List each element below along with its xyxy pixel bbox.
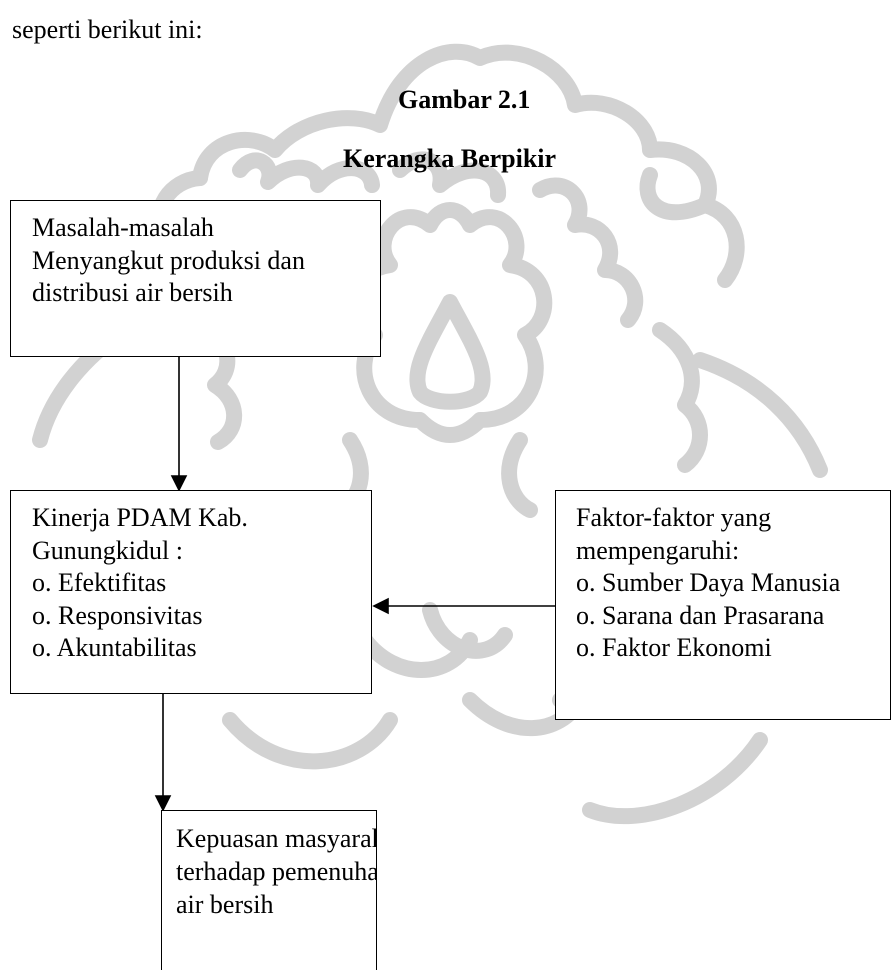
performance-item-responsiveness: o. Responsivitas [32,600,203,630]
satisfaction-line-3: air bersih [176,890,274,919]
arrowhead-down-performance [170,475,188,492]
factors-item-human-resources: o. Sumber Daya Manusia [576,568,841,597]
performance-item-effectiveness: o. Efektifitas [32,568,167,597]
factors-item-economy: o. Faktor Ekonomi [576,633,772,662]
factors-line-2: mempengaruhi: [576,535,740,565]
problems-line-1: Masalah-masalah [32,213,214,242]
arrowhead-left-performance [372,597,389,615]
figure-number: Gambar 2.1 [398,85,531,114]
arrowhead-down-satisfaction [154,795,172,812]
factors-item-facilities: o. Sarana dan Prasarana [576,600,825,630]
problems-line-3: distribusi air bersih [32,278,233,307]
satisfaction-line-2: terhadap pemenuhan akan [176,857,376,886]
satisfaction-line-1: Kepuasan masyarakat [176,824,376,853]
intro-text: seperti berikut ini: [12,15,203,44]
figure-title: Kerangka Berpikir [343,144,557,173]
problems-box: Masalah-masalah Menyangkut produksi dan … [10,200,381,357]
satisfaction-box: Kepuasan masyarakat terhadap pemenuhan a… [161,810,377,970]
performance-line-2: Gunungkidul : [32,535,183,565]
problems-line-2: Menyangkut produksi dan [32,245,305,275]
performance-box: Kinerja PDAM Kab. Gunungkidul : o. Efekt… [10,490,372,694]
factors-line-1: Faktor-faktor yang [576,503,772,532]
factors-box: Faktor-faktor yang mempengaruhi: o. Sumb… [555,490,891,720]
performance-item-accountability: o. Akuntabilitas [32,633,197,662]
performance-line-1: Kinerja PDAM Kab. [32,503,248,532]
